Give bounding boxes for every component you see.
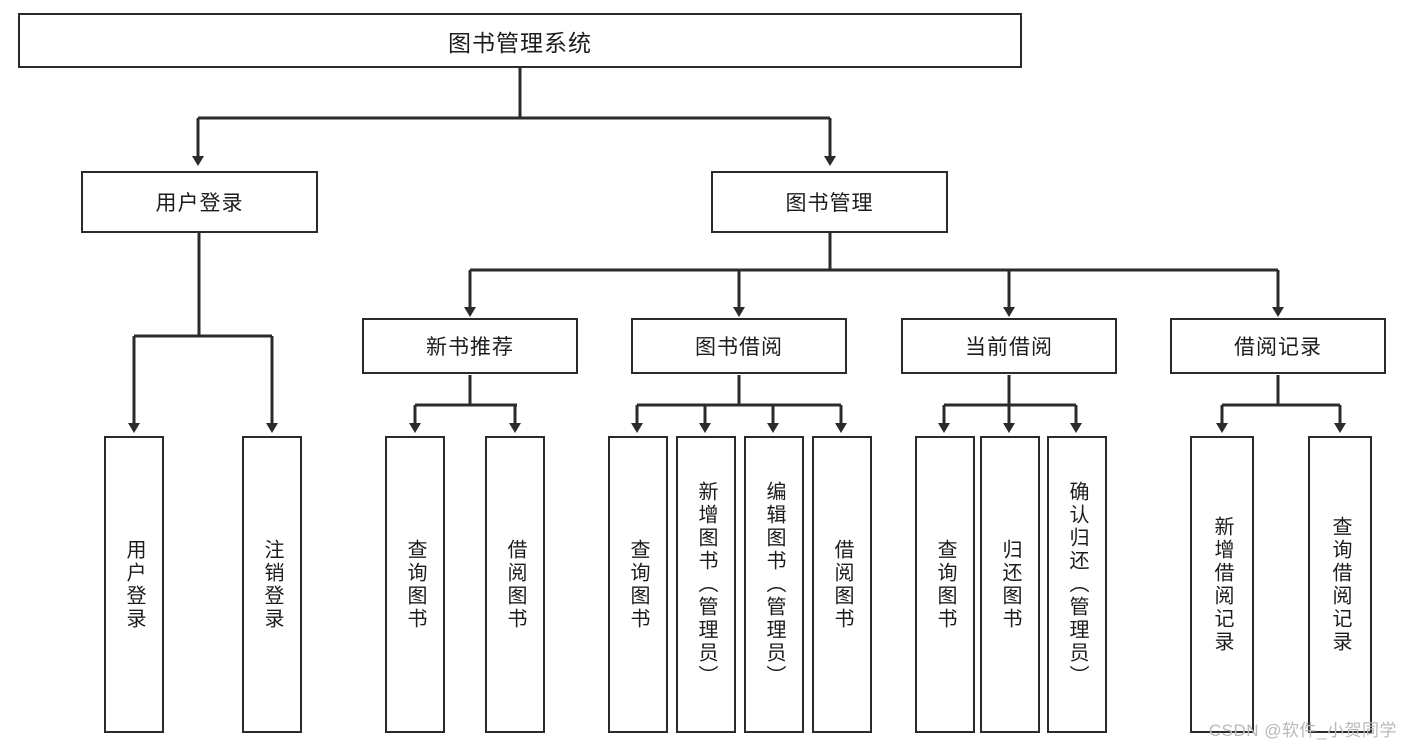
- leaf-bb-query-book[interactable]: 查询图书: [608, 436, 668, 733]
- leaf-br-add-record-label: 新增借阅记录: [1211, 515, 1233, 654]
- leaf-cb-return-book[interactable]: 归还图书: [980, 436, 1040, 733]
- node-borrow-record[interactable]: 借阅记录: [1170, 318, 1386, 374]
- leaf-user-login[interactable]: 用户登录: [104, 436, 164, 733]
- leaf-br-query-record[interactable]: 查询借阅记录: [1308, 436, 1372, 733]
- node-new-book-recommend-label: 新书推荐: [426, 336, 514, 359]
- leaf-bb-edit-book[interactable]: 编辑图书（管理员）: [744, 436, 804, 733]
- leaf-logout[interactable]: 注销登录: [242, 436, 302, 733]
- node-current-borrow-label: 当前借阅: [965, 336, 1053, 359]
- leaf-bb-edit-book-label: 编辑图书（管理员）: [763, 481, 785, 688]
- leaf-bb-borrow-book-label: 借阅图书: [831, 538, 853, 631]
- node-user-login[interactable]: 用户登录: [81, 171, 318, 233]
- node-current-borrow[interactable]: 当前借阅: [901, 318, 1117, 374]
- leaf-cb-return-book-label: 归还图书: [999, 538, 1021, 631]
- leaf-cb-query-book-label: 查询图书: [934, 538, 956, 631]
- node-book-management-label: 图书管理: [785, 192, 874, 215]
- leaf-nb-query-book[interactable]: 查询图书: [385, 436, 445, 733]
- node-book-borrow[interactable]: 图书借阅: [631, 318, 847, 374]
- leaf-nb-borrow-book-label: 借阅图书: [504, 538, 526, 631]
- leaf-br-query-record-label: 查询借阅记录: [1329, 515, 1351, 654]
- leaf-cb-confirm-return[interactable]: 确认归还（管理员）: [1047, 436, 1107, 733]
- leaf-logout-label: 注销登录: [261, 538, 283, 631]
- csdn-watermark: CSDN @软件_小贺同学: [1208, 721, 1397, 740]
- leaf-br-add-record[interactable]: 新增借阅记录: [1190, 436, 1254, 733]
- leaf-user-login-label: 用户登录: [123, 538, 145, 631]
- leaf-nb-query-book-label: 查询图书: [404, 538, 426, 631]
- node-root-label: 图书管理系统: [448, 29, 592, 56]
- node-new-book-recommend[interactable]: 新书推荐: [362, 318, 578, 374]
- node-user-login-label: 用户登录: [155, 192, 244, 215]
- leaf-cb-confirm-return-label: 确认归还（管理员）: [1066, 481, 1088, 688]
- node-book-management[interactable]: 图书管理: [711, 171, 948, 233]
- node-book-borrow-label: 图书借阅: [695, 336, 783, 359]
- leaf-bb-query-book-label: 查询图书: [627, 538, 649, 631]
- node-root[interactable]: 图书管理系统: [18, 13, 1022, 68]
- leaf-bb-add-book-label: 新增图书（管理员）: [695, 481, 717, 688]
- node-borrow-record-label: 借阅记录: [1234, 336, 1322, 359]
- leaf-nb-borrow-book[interactable]: 借阅图书: [485, 436, 545, 733]
- leaf-cb-query-book[interactable]: 查询图书: [915, 436, 975, 733]
- leaf-bb-add-book[interactable]: 新增图书（管理员）: [676, 436, 736, 733]
- leaf-bb-borrow-book[interactable]: 借阅图书: [812, 436, 872, 733]
